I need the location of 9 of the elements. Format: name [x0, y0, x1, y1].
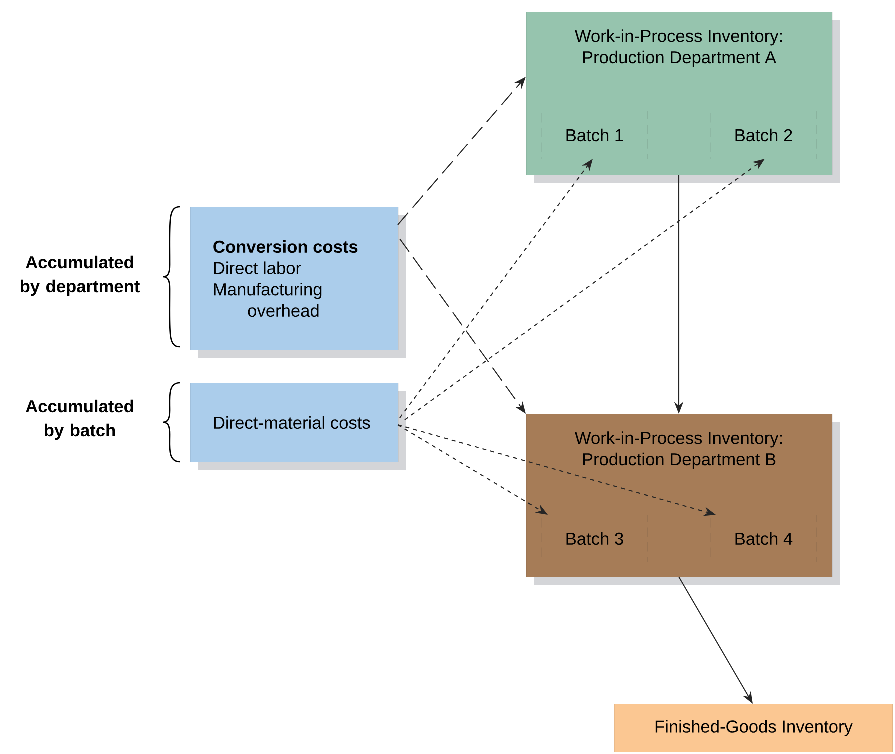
side-label: Accumulated by batch: [26, 400, 134, 440]
cost-box: Conversion costs Direct labor Manufacturing overhead: [190, 207, 406, 358]
cost-box: Direct-material costs: [190, 383, 406, 470]
batch-box: Batch 4: [710, 515, 818, 562]
batch-box: Batch 2: [710, 111, 818, 160]
side-label: Accumulated by department: [20, 256, 140, 296]
inventory-box: Finished-Goods Inventory: [614, 704, 894, 753]
batch-box: Batch 1: [541, 111, 648, 160]
batch-box: Batch 3: [541, 515, 648, 562]
